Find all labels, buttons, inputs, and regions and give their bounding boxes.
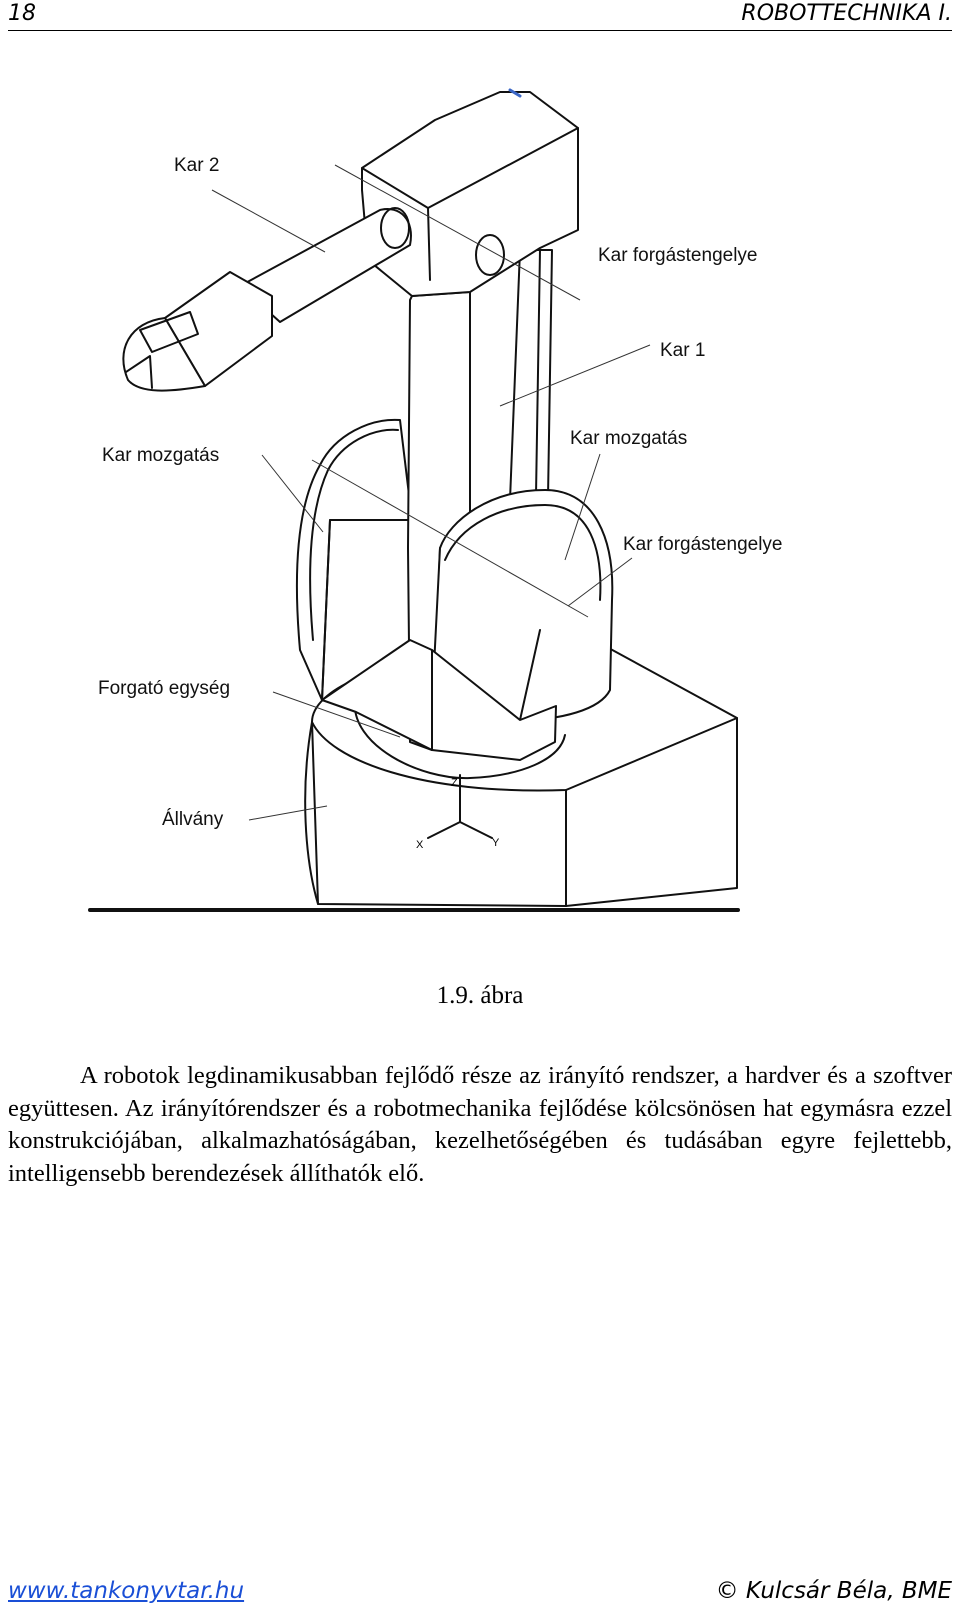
arm2-tube	[239, 208, 412, 323]
leader-arm1	[499, 344, 651, 407]
page-number: 18	[8, 1, 36, 26]
robot-arm-drawing: Kar 2 Kar forgástengelye Kar 1 Kar mozga…	[88, 88, 783, 912]
label-arm2: Kar 2	[174, 155, 219, 176]
body-paragraph: A robotok legdinamikusabban fejlődő rész…	[8, 1062, 952, 1187]
book-title: ROBOTTECHNIKA I.	[741, 1, 952, 26]
copyright-icon: ©	[715, 1578, 739, 1604]
stand-top-edge	[311, 717, 738, 792]
page-header: 18 ROBOTTECHNIKA I.	[8, 0, 952, 31]
arm-axis-hole	[475, 234, 505, 276]
label-arm-drive-left: Kar mozgatás	[102, 445, 219, 466]
turntable-outline	[353, 699, 566, 780]
label-stand: Állvány	[162, 809, 224, 830]
label-arm1: Kar 1	[660, 340, 705, 361]
axis-z-label: Z	[451, 777, 458, 789]
leader-arm-drive-left	[261, 454, 324, 533]
stand-left-curve	[304, 721, 319, 905]
page-footer: www.tankonyvtar.hu © Kulcsár Béla, BME	[8, 1578, 952, 1610]
robot-arm-figure: Kar 2 Kar forgástengelye Kar 1 Kar mozga…	[0, 40, 960, 960]
leader-arm-drive-right	[564, 453, 601, 561]
label-arm-axis-top: Kar forgástengelye	[598, 245, 758, 266]
label-rotating-unit: Forgató egység	[98, 678, 230, 699]
leader-arm-axis-top	[334, 164, 581, 301]
leader-arm2	[211, 189, 326, 253]
leader-stand	[248, 805, 328, 821]
axis-y-label: Y	[492, 837, 500, 849]
leader-arm-axis-bottom	[311, 459, 589, 618]
copyright-holder: Kulcsár Béla, BME	[745, 1578, 952, 1604]
website-link[interactable]: www.tankonyvtar.hu	[8, 1578, 245, 1604]
axis-x-label: X	[416, 839, 424, 851]
figure-caption: 1.9. ábra	[436, 982, 524, 1009]
label-arm-axis-bottom: Kar forgástengelye	[623, 534, 783, 555]
copyright-notice: © Kulcsár Béla, BME	[716, 1578, 952, 1604]
label-arm-drive-right: Kar mozgatás	[570, 428, 687, 449]
leader-rotating-unit	[272, 691, 401, 738]
